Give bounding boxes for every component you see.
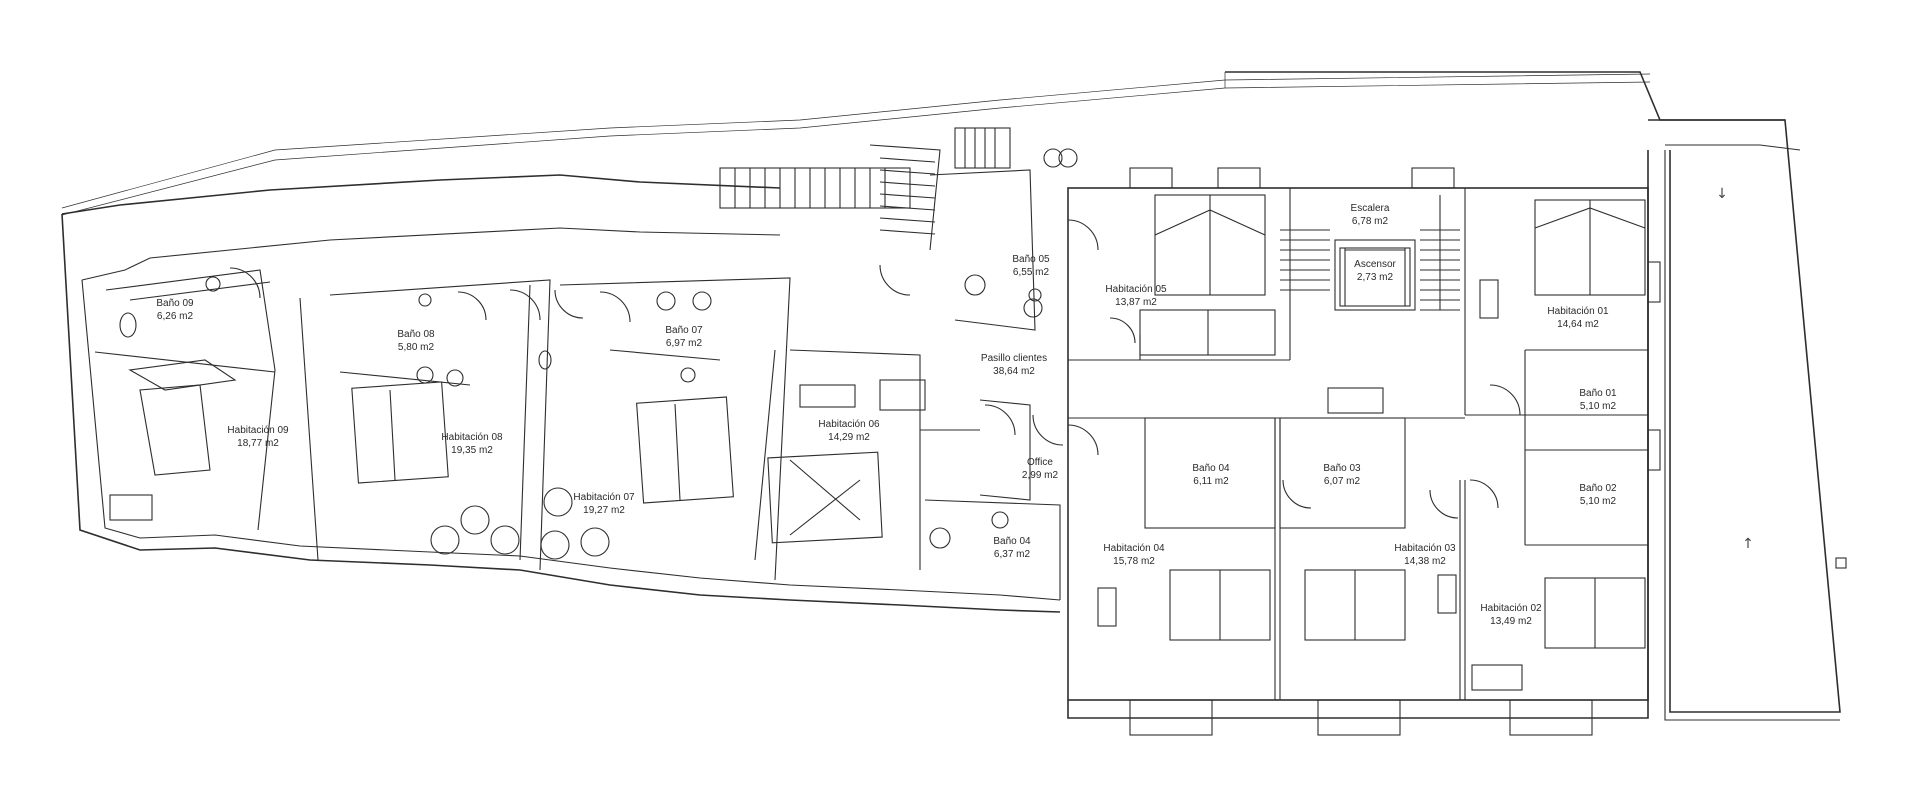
room-labels: Baño 09 6,26 m2 Habitación 09 18,77 m2 B… <box>156 186 1754 627</box>
label-bano01-area: 5,10 m2 <box>1580 401 1617 412</box>
label-bano07-name: Baño 07 <box>665 325 703 336</box>
balconies <box>1129 167 1847 736</box>
arrow-down-icon: ↓ <box>1716 186 1728 202</box>
label-hab08-name: Habitación 08 <box>441 432 503 443</box>
furniture <box>109 148 1646 691</box>
label-bano08-name: Baño 08 <box>397 329 435 340</box>
label-bano02-name: Baño 02 <box>1579 483 1617 494</box>
label-office-name: Office <box>1027 457 1053 468</box>
label-hab05-name: Habitación 05 <box>1105 284 1167 295</box>
exterior-stairs <box>719 127 1011 251</box>
label-hab04-area: 15,78 m2 <box>1113 556 1155 567</box>
label-bano05-name: Baño 05 <box>1012 254 1050 265</box>
door-swings <box>229 219 1521 519</box>
label-hab05-area: 13,87 m2 <box>1115 297 1157 308</box>
label-ascensor-area: 2,73 m2 <box>1357 272 1394 283</box>
outer-walls <box>61 71 1841 721</box>
label-hab06-name: Habitación 06 <box>818 419 880 430</box>
label-hab08-area: 19,35 m2 <box>451 445 493 456</box>
arrow-up-icon: ↑ <box>1742 536 1754 552</box>
label-hab09-name: Habitación 09 <box>227 425 289 436</box>
label-hab03-name: Habitación 03 <box>1394 543 1456 554</box>
label-bano01-name: Baño 01 <box>1579 388 1617 399</box>
label-hab03-area: 14,38 m2 <box>1404 556 1446 567</box>
label-pasillo-name: Pasillo clientes <box>981 353 1047 364</box>
label-pasillo-area: 38,64 m2 <box>993 366 1035 377</box>
interior-walls-right <box>1068 188 1648 700</box>
interior-walls-left <box>94 169 1061 600</box>
label-hab06-area: 14,29 m2 <box>828 432 870 443</box>
label-ascensor-name: Ascensor <box>1354 259 1396 270</box>
label-bano03-name: Baño 03 <box>1323 463 1361 474</box>
label-escalera-area: 6,78 m2 <box>1352 216 1389 227</box>
label-hab01-name: Habitación 01 <box>1547 306 1609 317</box>
label-hab09-area: 18,77 m2 <box>237 438 279 449</box>
label-bano08-area: 5,80 m2 <box>398 342 435 353</box>
label-bano07-area: 6,97 m2 <box>666 338 703 349</box>
label-bano04-name: Baño 04 <box>1192 463 1230 474</box>
label-escalera-name: Escalera <box>1351 203 1390 214</box>
label-bano03-area: 6,07 m2 <box>1324 476 1361 487</box>
label-bano05-area: 6,55 m2 <box>1013 267 1050 278</box>
label-bano04b-name: Baño 04 <box>993 536 1031 547</box>
label-hab04-name: Habitación 04 <box>1103 543 1165 554</box>
label-bano09-name: Baño 09 <box>156 298 194 309</box>
label-bano02-area: 5,10 m2 <box>1580 496 1617 507</box>
label-bano04b-area: 6,37 m2 <box>994 549 1031 560</box>
label-hab02-area: 13,49 m2 <box>1490 616 1532 627</box>
label-hab07-name: Habitación 07 <box>573 492 635 503</box>
label-office-area: 2,99 m2 <box>1022 470 1059 481</box>
label-bano04-area: 6,11 m2 <box>1193 476 1229 487</box>
label-bano09-area: 6,26 m2 <box>157 311 194 322</box>
label-hab01-area: 14,64 m2 <box>1557 319 1599 330</box>
label-hab02-name: Habitación 02 <box>1480 603 1542 614</box>
label-hab07-area: 19,27 m2 <box>583 505 625 516</box>
